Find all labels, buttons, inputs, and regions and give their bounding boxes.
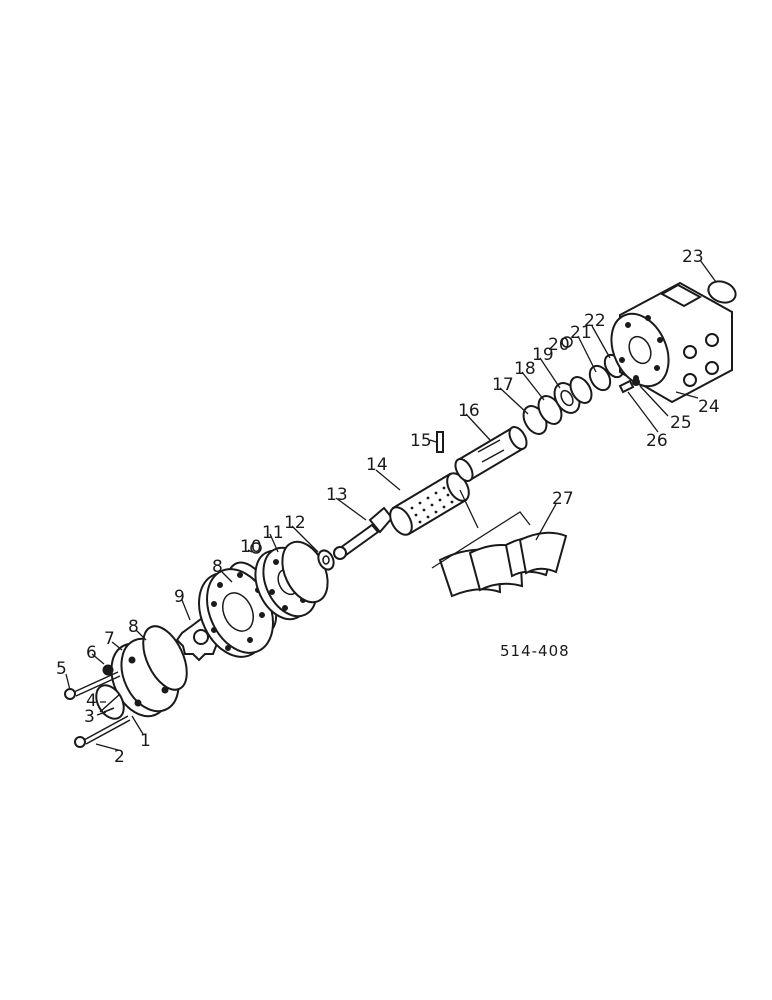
small-pin (103, 707, 115, 713)
leader-lines (65, 259, 717, 751)
ring-20 (569, 376, 593, 404)
callout-8-rear: 8 (212, 557, 223, 577)
callout-12: 12 (284, 513, 306, 533)
callout-20: 20 (548, 335, 570, 355)
callout-7: 7 (104, 629, 115, 649)
callout-25: 25 (670, 413, 692, 433)
cross-pin (436, 431, 444, 453)
group-bracket (431, 489, 531, 569)
half-shell-set (438, 531, 568, 598)
port-ring (707, 280, 737, 304)
callout-18: 18 (514, 359, 536, 379)
callout-16: 16 (458, 401, 480, 421)
spool-sleeve (389, 472, 470, 536)
check-valve-plug (618, 379, 635, 394)
callout-22: 22 (584, 311, 606, 331)
callout-1: 1 (140, 731, 151, 751)
callout-8-front: 8 (128, 617, 139, 637)
washer (317, 549, 335, 571)
bolt-lower (74, 715, 131, 748)
check-ball (102, 664, 114, 676)
callout-27: 27 (552, 489, 574, 509)
callout-11: 11 (262, 523, 284, 543)
o-ring-small (250, 542, 262, 554)
callout-5: 5 (56, 659, 67, 679)
callout-15: 15 (410, 431, 432, 451)
callout-24: 24 (698, 397, 720, 417)
seal-ring-front (142, 625, 188, 691)
callout-21: 21 (570, 323, 592, 343)
callout-4: 4 (86, 691, 97, 711)
callout-9: 9 (174, 587, 185, 607)
check-valve-ball (632, 378, 640, 386)
inner-spool (454, 426, 528, 482)
callout-26: 26 (646, 431, 668, 451)
callout-14: 14 (366, 455, 388, 475)
callout-13: 13 (326, 485, 348, 505)
drawing-code: 514-408 (500, 642, 570, 660)
callout-17: 17 (492, 375, 514, 395)
gerotor-ring (198, 568, 274, 658)
valve-housing (610, 281, 733, 404)
drive-shaft (333, 506, 394, 560)
callout-10: 10 (240, 537, 262, 557)
callout-6: 6 (86, 643, 97, 663)
callout-23: 23 (682, 247, 704, 267)
plate (95, 684, 125, 720)
callout-2: 2 (114, 747, 125, 767)
o-ring-20 (561, 336, 573, 348)
ring-19-inner (560, 389, 574, 407)
callout-3: 3 (84, 707, 95, 727)
callout-19: 19 (532, 345, 554, 365)
